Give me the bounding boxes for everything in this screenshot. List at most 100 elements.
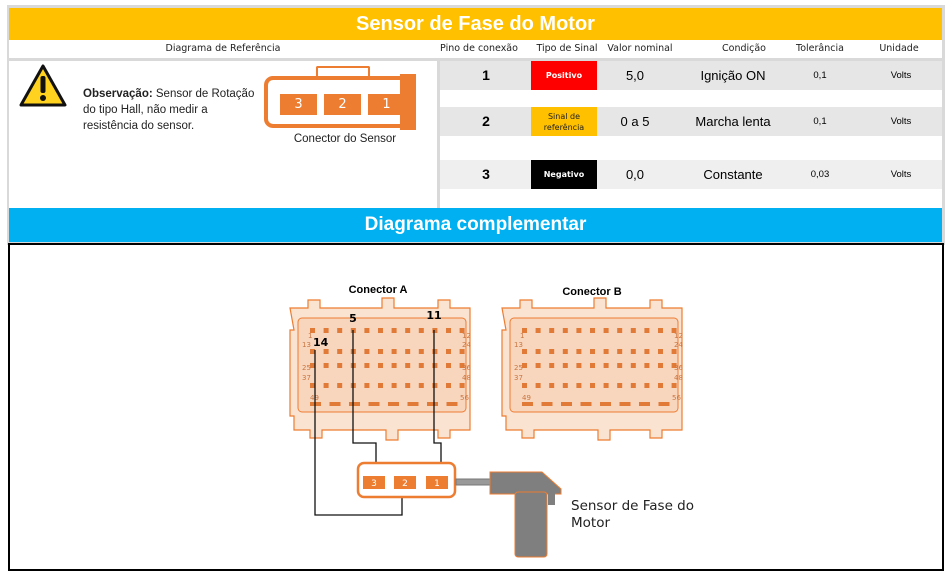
pin-cavity	[349, 402, 360, 406]
pin-cavity	[391, 349, 397, 354]
warning-icon	[19, 64, 67, 107]
pin-cavity	[522, 349, 527, 354]
pin-cavity	[310, 363, 315, 368]
pin-cavity	[432, 383, 438, 388]
pin-cavity	[549, 349, 555, 354]
pin-cavity	[562, 349, 568, 354]
pin-cavity	[617, 328, 623, 333]
pin-cavity	[576, 383, 582, 388]
pin-cavity	[658, 402, 670, 406]
signal-badge: Sinal de referência	[531, 107, 597, 136]
pin-cavity	[617, 383, 623, 388]
pin-number-label: 56	[672, 394, 681, 402]
pin-cavity	[671, 328, 677, 333]
pin-cavity	[549, 363, 555, 368]
plug-pin-1: 1	[434, 479, 440, 489]
pin-number-label: 25	[514, 364, 523, 372]
pin-cavity	[644, 328, 650, 333]
table-row: 1 Positivo 5,0 Ignição ON 0,1 Volts	[440, 61, 942, 90]
pin-cavity	[446, 383, 451, 388]
pin-cavity	[541, 402, 553, 406]
pin-number-label: 56	[460, 394, 469, 402]
pin-cavity	[603, 383, 609, 388]
condition: Constante	[703, 167, 763, 182]
header-unit: Unidade	[879, 43, 919, 54]
pin-number-label: 13	[302, 341, 311, 349]
pin-cavity	[522, 363, 527, 368]
header-signal: Tipo de Sinal	[536, 43, 598, 54]
connector-caption: Conector do Sensor	[293, 133, 397, 145]
pin-cavity	[446, 328, 451, 333]
pin-cavity	[561, 402, 572, 406]
pin-cavity	[639, 402, 650, 406]
pin-cavity	[630, 363, 636, 368]
signal-badge: Positivo	[531, 61, 597, 90]
pin-cavity	[590, 349, 595, 354]
pin-cavity	[658, 328, 663, 333]
pin-cavity	[418, 383, 424, 388]
pin-cavity	[446, 363, 451, 368]
pin-cavity	[658, 363, 663, 368]
pin-cavity	[630, 383, 636, 388]
pin-cavity	[590, 328, 595, 333]
pin-number-label: 24	[674, 341, 683, 349]
sensor-pin-1: 1	[368, 94, 405, 115]
sensor-label-line2: Motor	[571, 515, 610, 531]
pin-cavity	[368, 402, 380, 406]
pin-number-label: 12	[674, 332, 683, 340]
pin-cavity	[671, 383, 677, 388]
pin-cavity	[600, 402, 611, 406]
pin-cavity	[432, 363, 438, 368]
tolerance: 0,1	[813, 116, 827, 127]
pin-cavity	[522, 383, 527, 388]
pin-cavity	[658, 383, 663, 388]
pin-cavity	[590, 363, 595, 368]
sensor-pin-2: 2	[324, 94, 361, 115]
pin-cavity	[418, 349, 424, 354]
sensor-pin-3: 3	[280, 94, 317, 115]
pin-cavity	[337, 363, 343, 368]
pin-cavity	[619, 402, 631, 406]
pin-cavity	[603, 328, 609, 333]
tolerance: 0,1	[813, 70, 827, 81]
header-tolerance: Tolerância	[796, 43, 844, 54]
pin-cavity	[407, 402, 419, 406]
pin-cavity	[459, 349, 465, 354]
pin-cavity	[323, 349, 329, 354]
pin-cavity	[603, 363, 609, 368]
pin-cavity	[364, 363, 370, 368]
pin-cavity	[323, 363, 329, 368]
complement-diagram-box	[8, 243, 944, 571]
pin-cavity	[391, 328, 397, 333]
pin-cavity	[388, 402, 399, 406]
pin-number-label: 49	[522, 394, 531, 402]
pin-cavity	[630, 328, 636, 333]
pin-number-label: 37	[302, 374, 311, 382]
pin-cavity	[671, 349, 677, 354]
pin-cavity	[617, 363, 623, 368]
pin-cavity	[630, 349, 636, 354]
pin-cavity	[549, 328, 555, 333]
pin-cavity	[405, 363, 411, 368]
pin-cavity	[446, 349, 451, 354]
pin-cavity	[364, 328, 370, 333]
pin-cavity	[378, 363, 383, 368]
pin-number-label: 25	[302, 364, 311, 372]
connector-a-label: Conector A	[349, 284, 408, 296]
pin-number-label: 37	[514, 374, 523, 382]
table-row: 3 Negativo 0,0 Constante 0,03 Volts	[440, 160, 942, 189]
pin-cavity	[562, 328, 568, 333]
pin-cavity	[522, 402, 533, 406]
pin-number-label: 1	[308, 332, 312, 340]
pin-cavity	[535, 383, 541, 388]
unit: Volts	[890, 116, 912, 127]
pin-cavity	[310, 349, 315, 354]
pin-cavity	[418, 328, 424, 333]
wire-pin5	[352, 330, 377, 478]
pin-number-label: 36	[674, 364, 683, 372]
observation-body: Sensor de Rotação do tipo Hall, não medi…	[83, 88, 255, 132]
pin-cavity	[378, 328, 383, 333]
pin-cavity	[644, 349, 650, 354]
condition: Marcha lenta	[695, 114, 771, 129]
sensor-connector-drawing: 3 2 1	[262, 65, 418, 130]
